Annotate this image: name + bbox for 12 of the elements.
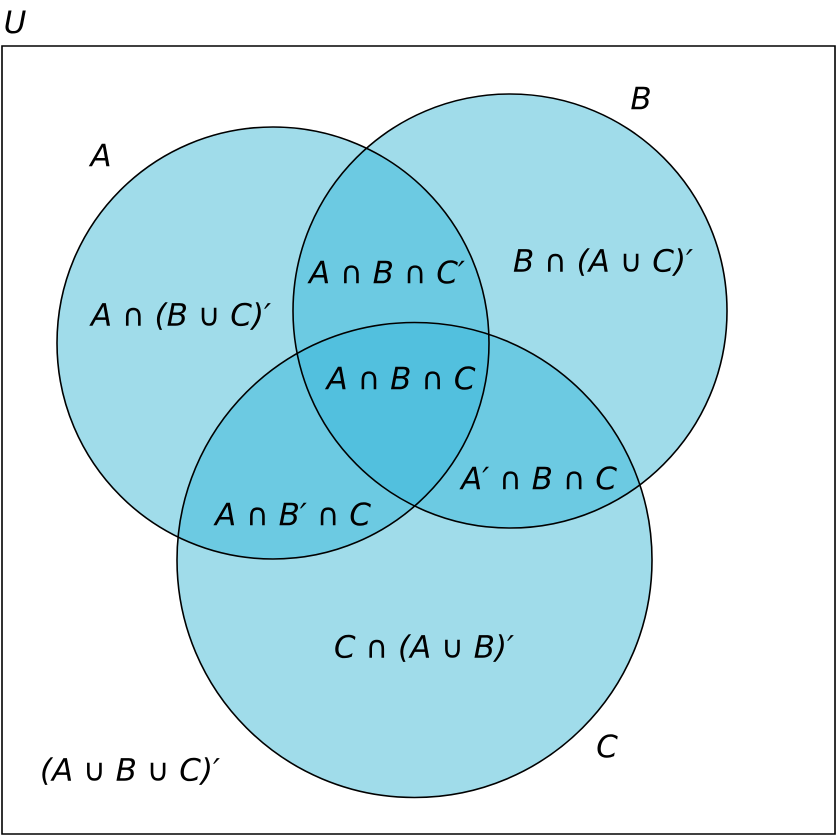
region-label: A ∩ B′ ∩ C	[213, 502, 371, 526]
set-label: C	[597, 734, 618, 758]
region-label: A′ ∩ B ∩ C	[459, 466, 617, 490]
set-label: B	[631, 86, 650, 110]
region-label: A ∩ B ∩ C′	[307, 260, 465, 284]
region-label: B ∩ (A ∪ C)′	[514, 248, 693, 276]
region-label: A ∩ (B ∪ C)′	[89, 302, 271, 330]
region-label: (A ∪ B ∪ C)′	[42, 757, 220, 785]
region-label: C ∩ (A ∪ B)′	[335, 634, 514, 662]
set-label: U	[5, 10, 26, 34]
region-label: A ∩ B ∩ C	[324, 366, 476, 390]
set-label: A	[88, 144, 110, 166]
